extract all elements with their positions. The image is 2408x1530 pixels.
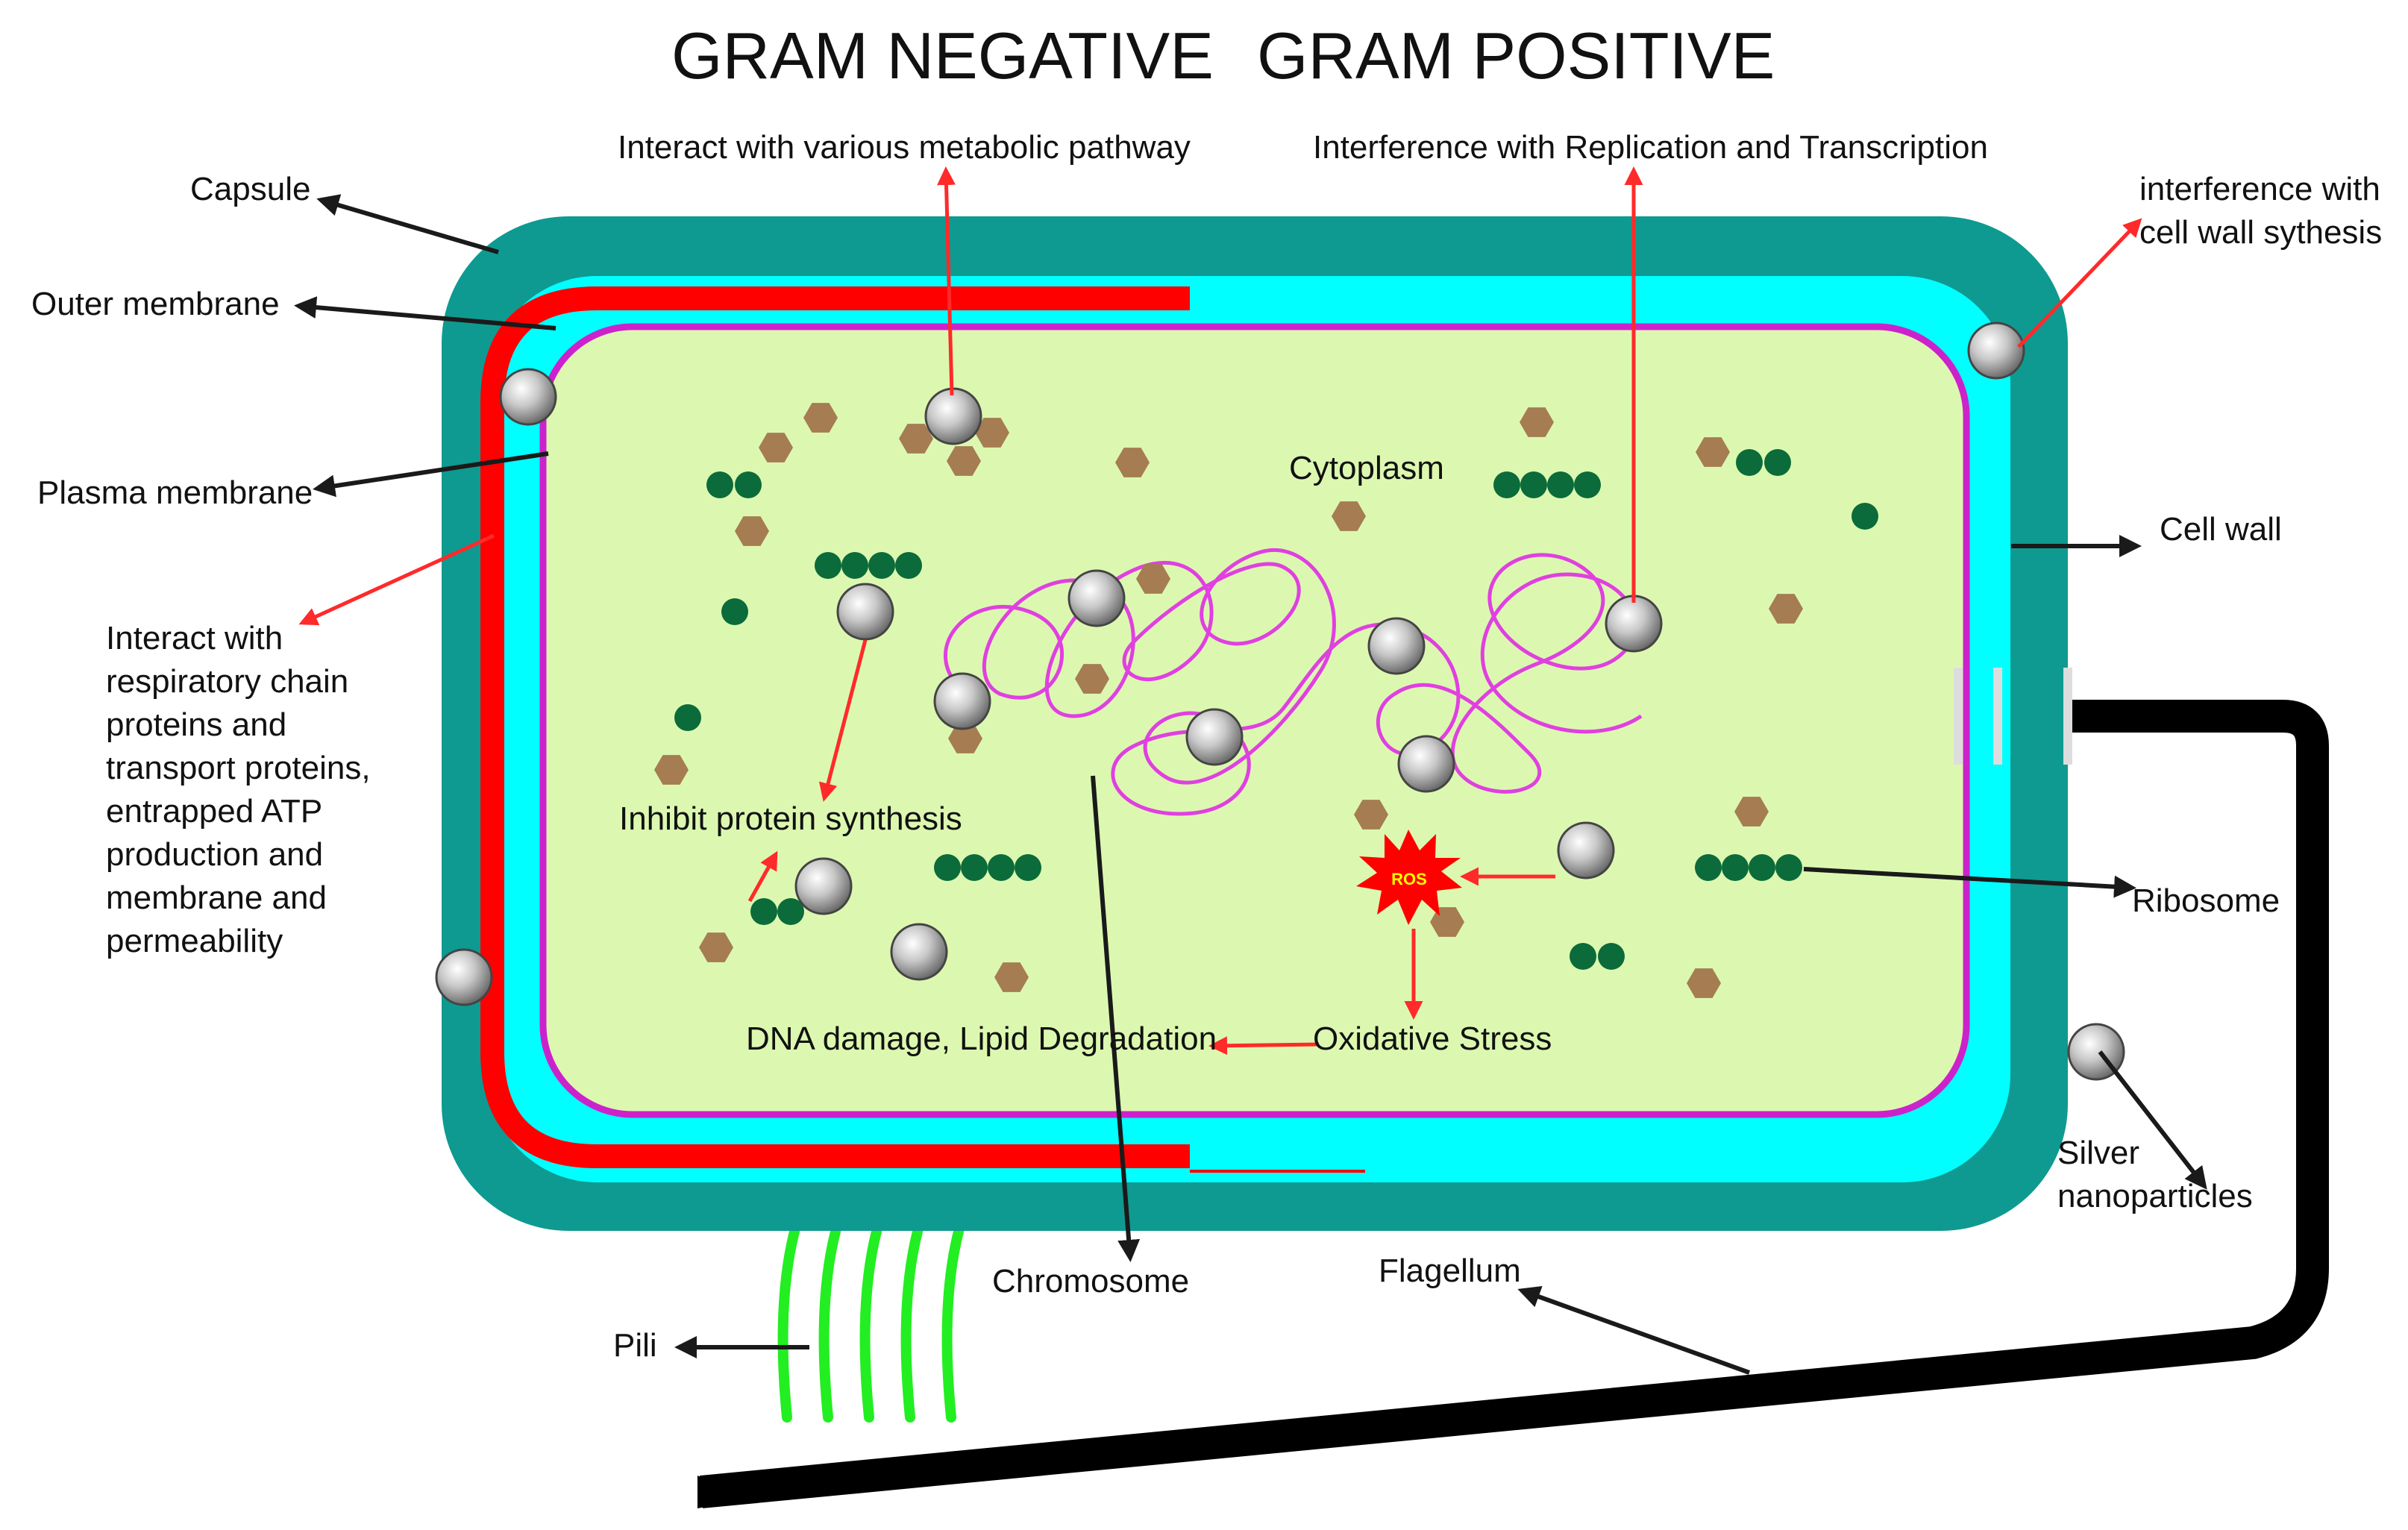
silver-nanoparticles: [435, 322, 2125, 1081]
granule: [1075, 664, 1109, 694]
granule: [654, 755, 689, 785]
granule: [1769, 594, 1803, 624]
black-arrows: [294, 194, 2207, 1375]
granule: [1520, 407, 1554, 437]
label-interact-respiratory-line-1: Interact with: [106, 620, 283, 656]
granule: [803, 403, 838, 433]
label-interact-respiratory-line-4: transport proteins,: [106, 750, 371, 786]
label-ribosome: Ribosome: [2132, 882, 2280, 919]
granule: [759, 433, 793, 463]
label-silver-nanoparticles: Silver nanoparticles: [2057, 1135, 2253, 1214]
label-silver-nanoparticles-line-2: nanoparticles: [2057, 1178, 2253, 1214]
ribosomes: [674, 449, 1878, 970]
granule: [994, 962, 1029, 992]
title-gram-negative: GRAM NEGATIVE: [671, 19, 1214, 93]
label-cytoplasm: Cytoplasm: [1289, 450, 1444, 486]
label-capsule: Capsule: [190, 171, 310, 207]
cytoplasm: [539, 323, 1970, 1118]
granule: [1734, 797, 1769, 827]
flagellum: [697, 700, 2329, 1508]
label-cell-wall-synthesis: interference with cell wall sythesis: [2139, 171, 2389, 251]
label-inhibit-protein-synthesis: Inhibit protein synthesis: [619, 800, 962, 837]
granule: [947, 446, 981, 476]
ros-label: ROS: [1391, 870, 1427, 888]
label-plasma-membrane: Plasma membrane: [37, 474, 313, 511]
label-interact-respiratory-line-6: production and: [106, 836, 323, 873]
granule: [899, 424, 933, 454]
granule: [699, 932, 733, 962]
granule: [1687, 968, 1721, 998]
red-arrows: [298, 166, 2142, 1056]
label-interact-respiratory-line-5: entrapped ATP: [106, 793, 322, 830]
label-replication-transcription: Interference with Replication and Transc…: [1313, 129, 1988, 166]
granule: [1332, 501, 1366, 531]
label-flagellum: Flagellum: [1379, 1252, 1521, 1289]
label-silver-nanoparticles-line-1: Silver: [2057, 1135, 2139, 1171]
outer-membrane-layer: [480, 286, 1190, 1168]
ros-burst: ROS: [1356, 830, 1462, 925]
label-oxidative-stress: Oxidative Stress: [1313, 1020, 1552, 1057]
label-interact-respiratory-line-7: membrane and: [106, 880, 327, 916]
label-metabolic-pathway: Interact with various metabolic pathway: [618, 129, 1191, 166]
label-chromosome: Chromosome: [992, 1263, 1189, 1299]
granule: [948, 724, 982, 753]
label-interact-respiratory: Interact with respiratory chain proteins…: [106, 620, 380, 959]
label-interact-respiratory-line-2: respiratory chain: [106, 663, 348, 700]
granule: [1136, 564, 1170, 594]
label-interact-respiratory-line-8: permeability: [106, 923, 283, 959]
granule: [1354, 800, 1388, 830]
title-gram-positive: GRAM POSITIVE: [1257, 19, 1775, 93]
label-cell-wall-synthesis-line-1: interference with: [2139, 171, 2380, 207]
granule: [735, 516, 769, 546]
granules: [654, 403, 1803, 998]
flagellum-basal-body: [1954, 668, 2072, 765]
granule: [1115, 448, 1150, 477]
granule: [975, 418, 1009, 448]
chromosome-dna: [944, 548, 1643, 816]
granule: [1696, 437, 1730, 467]
label-cell-wall: Cell wall: [2160, 511, 2282, 548]
label-dna-damage: DNA damage, Lipid Degradation: [746, 1020, 1217, 1057]
label-pili: Pili: [613, 1327, 657, 1364]
label-outer-membrane: Outer membrane: [31, 286, 280, 322]
label-cell-wall-synthesis-line-2: cell wall sythesis: [2139, 214, 2382, 251]
label-interact-respiratory-line-3: proteins and: [106, 706, 286, 743]
